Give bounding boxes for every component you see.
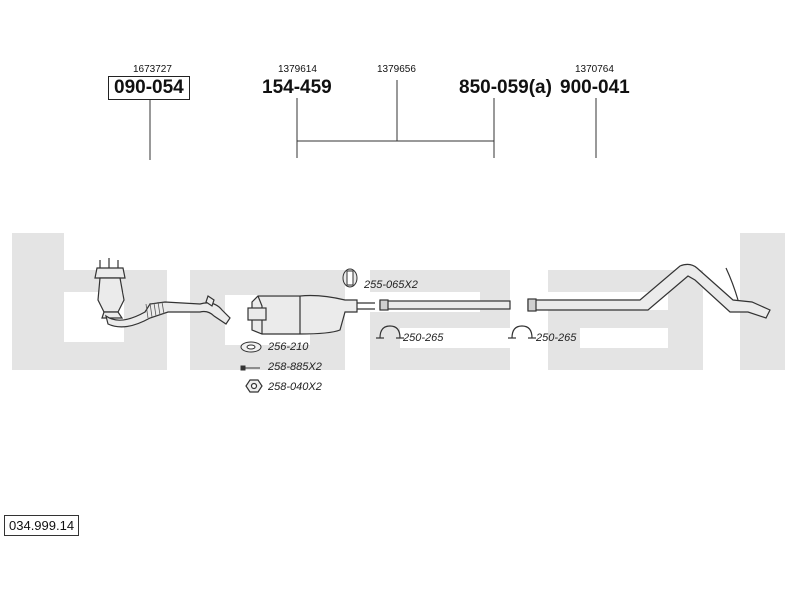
part-number-090-054[interactable]: 090-054: [108, 76, 190, 100]
ref-number-1673727: 1673727: [133, 64, 172, 75]
nut-icon: [245, 379, 263, 393]
accessory-label-258-885[interactable]: 258-885X2: [268, 361, 322, 373]
gasket-icon: [240, 341, 262, 353]
rear-pipe[interactable]: [527, 263, 771, 319]
intermediate-pipe[interactable]: [379, 299, 511, 311]
diagram-number: 034.999.14: [4, 515, 80, 536]
catalytic-converter[interactable]: [94, 258, 126, 319]
part-number-900-041[interactable]: 900-041: [560, 77, 630, 98]
accessory-label-258-040[interactable]: 258-040X2: [268, 381, 322, 393]
middle-silencer[interactable]: [247, 294, 375, 335]
ref-number-1379656: 1379656: [377, 64, 416, 75]
brand-watermark: [12, 233, 785, 370]
pipe-clamp-icon: [376, 325, 404, 339]
leader-lines: [149, 80, 597, 160]
accessory-label-250-265[interactable]: 250-265: [403, 332, 444, 344]
ref-number-1370764: 1370764: [575, 64, 614, 75]
ref-number-1379614: 1379614: [278, 64, 317, 75]
bolt-icon: [240, 365, 260, 371]
accessory-label-256-210[interactable]: 256-210: [268, 341, 309, 353]
rubber-hanger-icon: [342, 268, 358, 288]
part-number-154-459[interactable]: 154-459: [262, 77, 332, 98]
accessory-label-250-265[interactable]: 250-265: [536, 332, 577, 344]
part-number-850-059a[interactable]: 850-059(a): [459, 77, 552, 98]
front-pipe[interactable]: [105, 295, 231, 328]
accessory-label-255-065[interactable]: 255-065X2: [364, 279, 418, 291]
pipe-clamp-icon: [508, 325, 536, 339]
